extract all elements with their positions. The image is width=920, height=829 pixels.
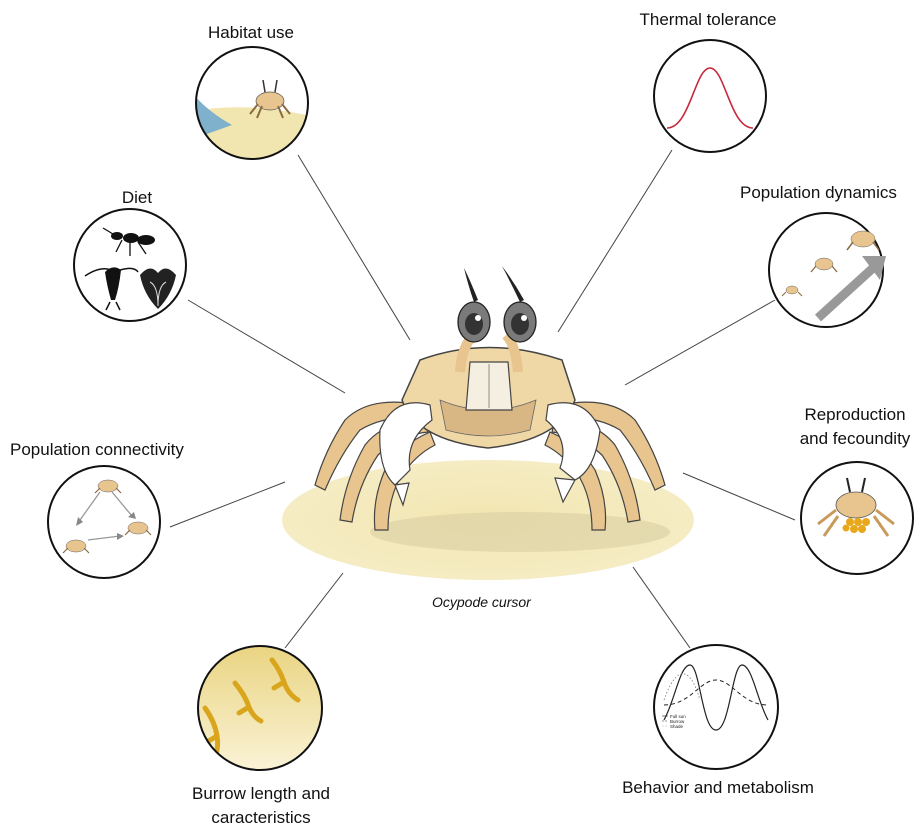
eye-horn-left — [464, 268, 478, 302]
line-dynamics — [625, 300, 775, 385]
line-habitat — [298, 155, 410, 340]
line-behavior — [633, 567, 690, 648]
crab-shadow — [370, 512, 670, 552]
population-connectivity-circle — [48, 466, 160, 578]
line-burrow — [285, 573, 343, 648]
central-crab — [282, 266, 694, 580]
line-diet — [188, 300, 345, 393]
population-dynamics-circle — [769, 213, 886, 327]
line-connectivity — [170, 482, 285, 527]
behavior-metabolism-circle: Full sun Burrow Shade — [654, 645, 778, 769]
reproduction-circle — [801, 462, 913, 574]
diet-circle — [74, 209, 186, 321]
line-thermal — [558, 150, 672, 332]
burrow-circle — [190, 640, 330, 780]
legend-shade: Shade — [670, 724, 684, 729]
thermal-tolerance-circle — [654, 40, 766, 152]
habitat-use-circle — [190, 40, 320, 170]
line-reproduction — [683, 473, 795, 520]
eye-horn-right — [502, 266, 524, 302]
